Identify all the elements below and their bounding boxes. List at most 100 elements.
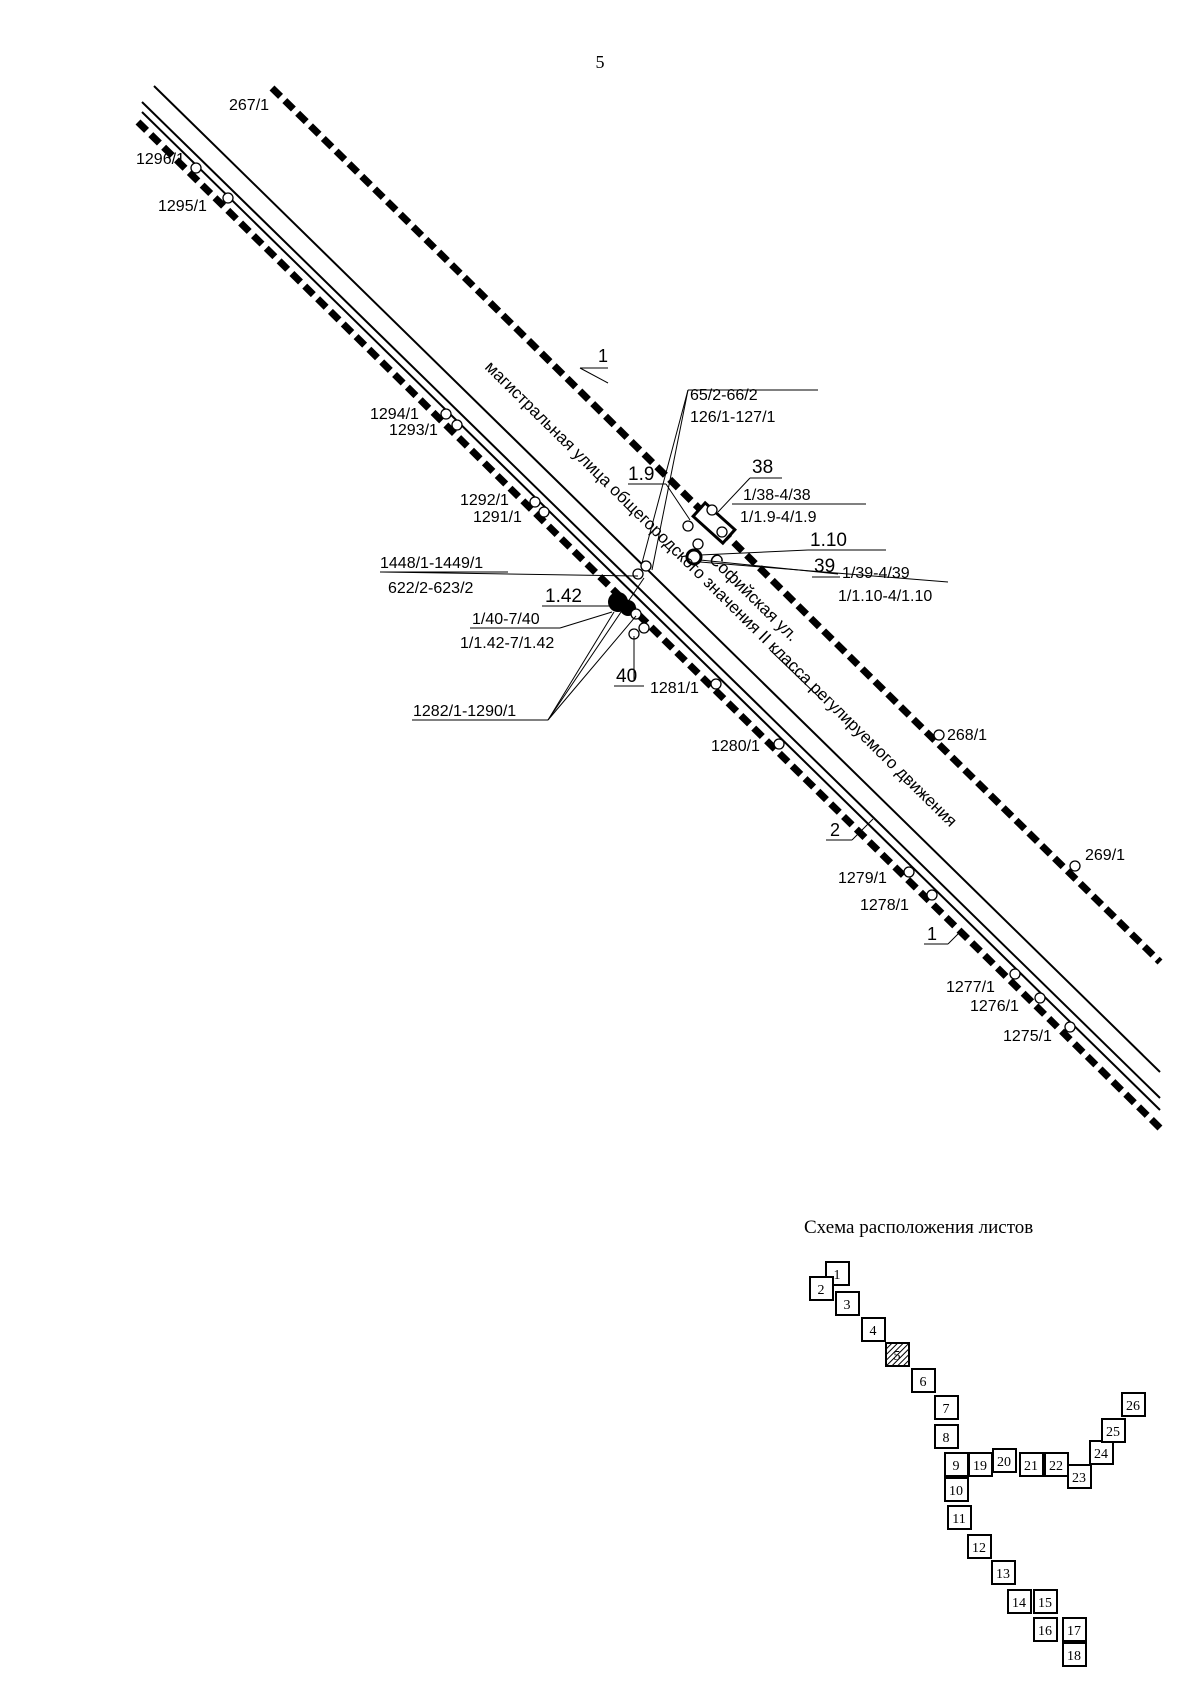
map-point xyxy=(926,889,938,901)
callout-leader xyxy=(579,367,609,384)
map-point xyxy=(706,504,718,516)
map-point xyxy=(538,506,550,518)
sheet-number-11: 11 xyxy=(952,1512,965,1527)
sheet-number-14: 14 xyxy=(1012,1596,1026,1611)
map-point xyxy=(222,192,234,204)
sheet-number-21: 21 xyxy=(1024,1459,1038,1474)
sheet-cell-10 xyxy=(944,1477,969,1502)
line-number-2: 2 xyxy=(830,820,840,840)
callout-leader xyxy=(547,577,645,721)
ref-label-1448-1-1449-1: 1448/1-1449/1 xyxy=(380,555,483,572)
marker-label-1276-1: 1276/1 xyxy=(970,998,1019,1015)
marker-label-1278-1: 1278/1 xyxy=(860,897,909,914)
callout-leader xyxy=(851,818,874,841)
sheet-number-18: 18 xyxy=(1067,1649,1081,1664)
marker-label-1277-1: 1277/1 xyxy=(946,979,995,996)
map-point xyxy=(638,622,650,634)
sheet-cell-21 xyxy=(1019,1452,1044,1477)
map-point xyxy=(1069,860,1081,872)
sheet-cell-6 xyxy=(911,1368,936,1393)
sheet-layout-title: Схема расположения листов xyxy=(804,1217,1033,1238)
object-38-cluster: 65/2-66/2 126/1-127/1 1.9 38 1/38-4/38 1… xyxy=(628,387,866,571)
sheet-number-5: 5 xyxy=(894,1349,901,1364)
line-callouts: 1 2 1 xyxy=(579,346,963,945)
sheet-number-10: 10 xyxy=(949,1484,963,1499)
map-point xyxy=(632,568,644,580)
map-point xyxy=(1064,1021,1076,1033)
sheet-cell-17 xyxy=(1062,1617,1087,1642)
marker-label-1294-1: 1294/1 xyxy=(370,406,419,423)
object-label-38: 38 xyxy=(752,457,773,478)
marker-label-268-1: 268/1 xyxy=(947,727,987,744)
ref-label-1-39-4-39: 1/39-4/39 xyxy=(842,565,910,582)
sheet-number-12: 12 xyxy=(972,1541,986,1556)
marker-label-1279-1: 1279/1 xyxy=(838,870,887,887)
line-number-1-top: 1 xyxy=(598,346,608,366)
callout-leader xyxy=(651,389,689,571)
callout-leader xyxy=(717,477,751,513)
sheet-number-24: 24 xyxy=(1094,1447,1108,1462)
sheet-cell-23 xyxy=(1067,1464,1092,1489)
sheet-cell-14 xyxy=(1007,1589,1032,1614)
ref-label-622-2-623-2: 622/2-623/2 xyxy=(388,580,474,597)
marker-label-1296-1: 1296/1 xyxy=(136,151,185,168)
street-pointer xyxy=(769,649,823,701)
ref-label-1-40-7-40: 1/40-7/40 xyxy=(472,611,540,628)
sheet-number-9: 9 xyxy=(953,1459,960,1474)
object-label-39: 39 xyxy=(814,556,835,577)
map-point xyxy=(933,729,945,741)
sheet-number-7: 7 xyxy=(943,1402,950,1417)
sheet-number-26: 26 xyxy=(1126,1399,1140,1414)
marker-label-269-1: 269/1 xyxy=(1085,847,1125,864)
point-labels: 267/1 1296/1 1295/1 1294/1 1293/1 1292/1… xyxy=(136,97,1125,1045)
map-point xyxy=(440,408,452,420)
ref-label-1282-1-1290-1: 1282/1-1290/1 xyxy=(413,703,516,720)
callout-leader xyxy=(947,929,963,945)
sheet-layout-scheme: Схема расположения листов 1 2 3 4 5 6 7 … xyxy=(804,1217,1146,1667)
sheet-number-23: 23 xyxy=(1072,1471,1086,1486)
callout-leader xyxy=(547,611,615,721)
callout-leader xyxy=(641,389,689,564)
map-point xyxy=(529,496,541,508)
sheet-number-22: 22 xyxy=(1049,1459,1063,1474)
sheet-cell-2 xyxy=(809,1276,834,1301)
ref-label-1-38-4-38: 1/38-4/38 xyxy=(743,487,811,504)
marker-label-1280-1: 1280/1 xyxy=(711,738,760,755)
object-label-40: 40 xyxy=(616,666,637,687)
marker-label-1293-1: 1293/1 xyxy=(389,422,438,439)
sheet-number-4: 4 xyxy=(870,1324,877,1339)
sheet-number-25: 25 xyxy=(1106,1425,1120,1440)
map-point xyxy=(451,419,463,431)
map-point xyxy=(640,560,652,572)
point-markers xyxy=(190,162,1081,1033)
sheet-cell-4 xyxy=(861,1317,886,1342)
marker-label-267-1: 267/1 xyxy=(229,97,269,114)
road-lines xyxy=(135,85,1163,1131)
page-number: 5 xyxy=(596,52,605,72)
callout-leader xyxy=(547,615,637,721)
sheet-number-19: 19 xyxy=(973,1459,987,1474)
ref-label-1-1-9-4-1-9: 1/1.9-4/1.9 xyxy=(740,509,817,526)
sheet-cell-5-current xyxy=(885,1342,910,1367)
sheet-cell-12 xyxy=(967,1534,992,1559)
callout-leader xyxy=(699,549,809,556)
sheet-cell-26 xyxy=(1121,1392,1146,1417)
sheet-cell-25 xyxy=(1101,1418,1126,1443)
sheet-cell-7 xyxy=(934,1395,959,1420)
sheet-number-8: 8 xyxy=(943,1431,950,1446)
sheet-number-3: 3 xyxy=(844,1298,851,1313)
ref-label-126-1-127-1: 126/1-127/1 xyxy=(690,409,776,426)
map-point xyxy=(682,520,694,532)
sheet-cell-13 xyxy=(991,1560,1016,1585)
sheet-number-13: 13 xyxy=(996,1567,1010,1582)
sheet-cell-20 xyxy=(992,1448,1017,1473)
road-edge-line-3 xyxy=(141,111,1161,1111)
sheet-cell-11 xyxy=(947,1505,972,1530)
map-point xyxy=(903,866,915,878)
map-point xyxy=(1034,992,1046,1004)
map-point xyxy=(716,526,728,538)
sheet-cell-15 xyxy=(1033,1589,1058,1614)
object-40-cluster: 1448/1-1449/1 622/2-623/2 1.42 1/40-7/40… xyxy=(379,555,650,721)
line-number-1-bottom: 1 xyxy=(927,924,937,944)
